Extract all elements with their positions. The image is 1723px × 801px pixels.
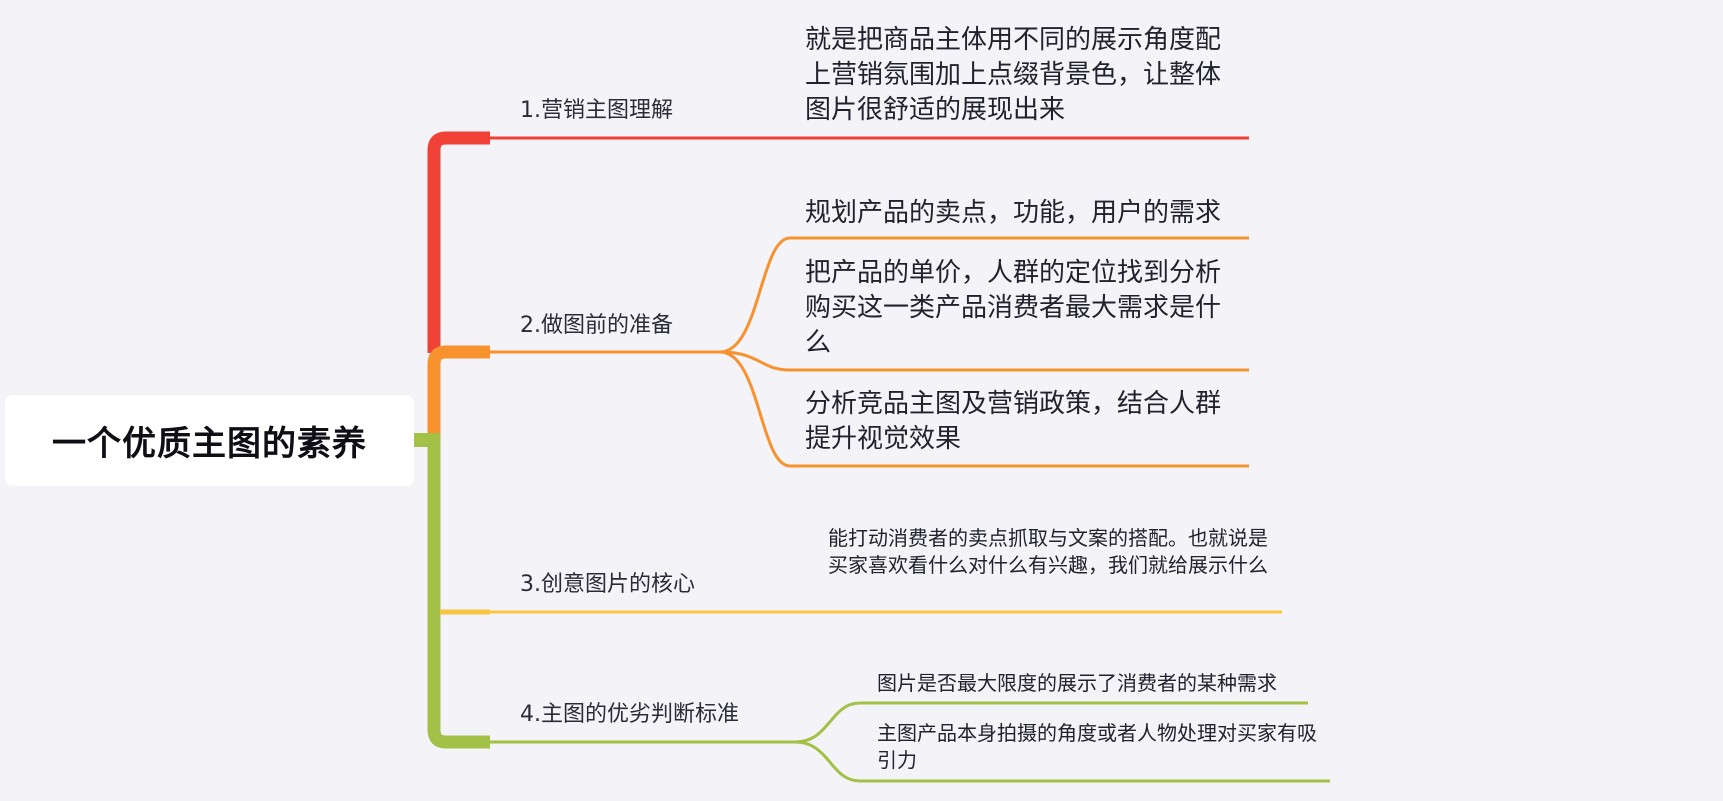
leaf-text: 就是把商品主体用不同的展示角度配上营销氛围加上点缀背景色，让整体图片很舒适的展现… (805, 25, 1222, 125)
root-topic[interactable]: 一个优质主图的素养 (5, 395, 414, 486)
branch-2-leaf-3[interactable]: 分析竞品主图及营销政策，结合人群提升视觉效果 (805, 387, 1235, 457)
leaf-text: 图片是否最大限度的展示了消费者的某种需求 (877, 671, 1277, 695)
branch-3-topic[interactable]: 3.创意图片的核心 (520, 566, 695, 598)
leaf-text: 规划产品的卖点，功能，用户的需求 (805, 198, 1222, 228)
leaf-text: 主图产品本身拍摄的角度或者人物处理对买家有吸引力 (877, 721, 1317, 772)
branch-1-topic[interactable]: 1.营销主图理解 (520, 92, 673, 124)
branch-4-leaf-2[interactable]: 主图产品本身拍摄的角度或者人物处理对买家有吸引力 (877, 720, 1327, 774)
branch-2-leaf-2[interactable]: 把产品的单价，人群的定位找到分析购买这一类产品消费者最大需求是什么 (805, 256, 1235, 361)
branch-4-topic[interactable]: 4.主图的优劣判断标准 (520, 696, 739, 728)
root-topic-label: 一个优质主图的素养 (52, 424, 367, 464)
leaf-text: 能打动消费者的卖点抓取与文案的搭配。也就说是买家喜欢看什么对什么有兴趣，我们就给… (828, 526, 1268, 577)
leaf-text: 分析竞品主图及营销政策，结合人群提升视觉效果 (805, 389, 1222, 454)
branch-2-label: 2.做图前的准备 (520, 313, 673, 338)
branch-1-label: 1.营销主图理解 (520, 98, 673, 123)
branch-2-topic[interactable]: 2.做图前的准备 (520, 307, 673, 339)
branch-3-leaf-1[interactable]: 能打动消费者的卖点抓取与文案的搭配。也就说是买家喜欢看什么对什么有兴趣，我们就给… (828, 525, 1278, 579)
branch-1-leaf-1[interactable]: 就是把商品主体用不同的展示角度配上营销氛围加上点缀背景色，让整体图片很舒适的展现… (805, 23, 1235, 128)
branch-2-leaf-1[interactable]: 规划产品的卖点，功能，用户的需求 (805, 196, 1235, 231)
branch-3-label: 3.创意图片的核心 (520, 572, 695, 597)
leaf-text: 把产品的单价，人群的定位找到分析购买这一类产品消费者最大需求是什么 (805, 258, 1222, 358)
branch-4-leaf-1[interactable]: 图片是否最大限度的展示了消费者的某种需求 (877, 670, 1317, 697)
branch-4-label: 4.主图的优劣判断标准 (520, 702, 739, 727)
